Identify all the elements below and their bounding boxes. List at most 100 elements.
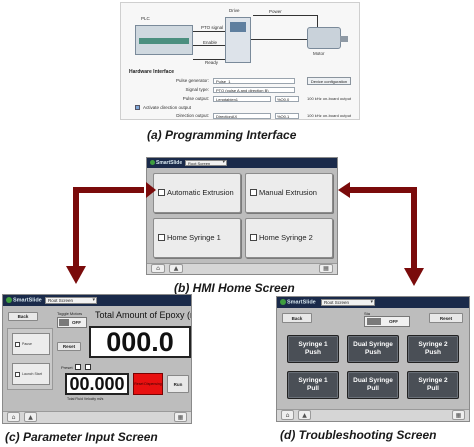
fluid-velocity-label: Total Fluid Velocity ml/s xyxy=(67,397,104,401)
pause-option[interactable]: Pause xyxy=(12,333,50,355)
activate-direction-label: Activate direction output xyxy=(143,105,192,110)
grid-icon[interactable]: ▦ xyxy=(319,264,333,273)
signal-pto-label: PTO signal xyxy=(201,25,224,30)
total-epoxy-title: Total Amount of Epoxy (ml) xyxy=(95,310,192,320)
hardware-interface-title: Hardware Interface xyxy=(129,69,175,75)
left-options-panel: Pause Launch Start xyxy=(7,328,53,390)
hmi-top-bar: SmartSlide Root Screen xyxy=(277,297,469,308)
checkbox-icon xyxy=(15,342,20,347)
arrow-up-icon[interactable]: ▲ xyxy=(24,412,37,422)
power-wire xyxy=(253,15,317,16)
programming-interface-screenshot: PLC Drive Motor Power PTO signal Enable … xyxy=(120,2,360,120)
checkbox-icon xyxy=(158,189,165,196)
automatic-extrusion-button[interactable]: Automatic Extrusion xyxy=(153,173,241,213)
arrow-up-icon[interactable]: ▲ xyxy=(298,410,311,420)
plc-label: PLC xyxy=(141,16,150,21)
checkbox-icon xyxy=(250,234,257,241)
checkbox-icon xyxy=(250,189,257,196)
home-icon[interactable]: ⌂ xyxy=(281,410,294,420)
toggle-knob xyxy=(59,319,69,326)
arrow-head-down-param xyxy=(66,266,86,284)
arrow-up-icon[interactable]: ▲ xyxy=(169,264,183,273)
home-syringe-1-button[interactable]: Home Syringe 1 xyxy=(153,218,241,258)
pulse-generator-select[interactable]: Pulse_1 xyxy=(213,78,295,84)
direction-output-select[interactable]: DirectionAX xyxy=(213,113,271,119)
activate-direction-checkbox[interactable] xyxy=(135,105,140,110)
direction-output-row: Direction output: DirectionAX %Q0.1 100 … xyxy=(176,113,352,119)
pulse-output-address[interactable]: %Q0.0 xyxy=(275,96,299,102)
signal-type-row: Signal type: PTO (pulse A and direction … xyxy=(135,87,357,94)
preset-checkbox[interactable] xyxy=(75,364,81,370)
preset-option-2[interactable] xyxy=(85,364,91,370)
caption-d: (d) Troubleshooting Screen xyxy=(280,428,437,442)
reset-button[interactable]: Reset xyxy=(429,313,463,323)
reset-dispensing-button[interactable]: Reset Dispensing xyxy=(133,373,163,395)
manual-extrusion-button[interactable]: Manual Extrusion xyxy=(245,173,333,213)
toggle-knob xyxy=(367,318,381,325)
hmi-top-bar: SmartSlide Root Screen xyxy=(3,295,191,306)
direction-output-address[interactable]: %Q0.1 xyxy=(275,113,299,119)
caption-a: (a) Programming Interface xyxy=(147,128,297,142)
back-button[interactable]: Back xyxy=(282,313,312,323)
status-label: Sta xyxy=(364,311,371,316)
drive-label: Drive xyxy=(229,8,240,13)
pulse-output-select[interactable]: Lengtabien1 xyxy=(213,96,271,102)
home-syringe-2-button[interactable]: Home Syringe 2 xyxy=(245,218,333,258)
toggle-motors-label: Toggle Motors xyxy=(57,311,83,316)
arrow-to-home-from-trouble xyxy=(350,187,417,272)
smartslide-logo-icon xyxy=(280,299,286,305)
motor-label: Motor xyxy=(313,51,325,56)
back-button[interactable]: Back xyxy=(8,312,38,321)
signal-type-select[interactable]: PTO (pulse A and direction B) xyxy=(213,87,295,93)
run-button[interactable]: Run xyxy=(167,375,189,393)
hmi-bottom-bar: ⌂ ▲ ▦ xyxy=(277,409,469,421)
checkbox-icon xyxy=(15,372,20,377)
toggle-switch[interactable]: OFF xyxy=(364,316,410,327)
grid-icon[interactable]: ▦ xyxy=(174,412,187,422)
home-icon[interactable]: ⌂ xyxy=(7,412,20,422)
home-icon[interactable]: ⌂ xyxy=(151,264,165,273)
arrow-head-right-home xyxy=(146,182,156,198)
smartslide-logo: SmartSlide xyxy=(150,160,182,166)
screen-selector[interactable]: Root Screen xyxy=(185,160,227,166)
smartslide-logo-icon xyxy=(6,297,12,303)
smartslide-logo-icon xyxy=(150,160,155,166)
screen-selector[interactable]: Root Screen xyxy=(321,299,375,306)
device-configuration-button[interactable]: Device configuration xyxy=(307,77,351,85)
grid-icon[interactable]: ▦ xyxy=(452,410,465,420)
fluid-velocity-display: 00.000 xyxy=(65,373,129,395)
power-label: Power xyxy=(269,9,282,14)
hmi-bottom-bar: ⌂ ▲ ▦ xyxy=(147,263,337,274)
total-epoxy-display: 000.0 xyxy=(89,326,191,358)
motor xyxy=(307,27,348,49)
preset-label: Preset xyxy=(61,365,73,370)
signal-enable-label: Enable xyxy=(203,40,218,45)
arrow-head-down-trouble xyxy=(404,268,424,286)
signal-ready-label: Ready xyxy=(205,60,219,65)
hmi-top-bar: SmartSlide Root Screen xyxy=(147,158,337,168)
toggle-motors-switch[interactable]: OFF xyxy=(57,317,87,328)
pulse-generator-row: Pulse generator: Pulse_1 Device configur… xyxy=(135,77,357,85)
arrow-head-left-home xyxy=(338,182,350,198)
plc-module xyxy=(135,25,193,55)
drive-module xyxy=(225,17,251,63)
launch-start-option[interactable]: Launch Start xyxy=(12,363,50,385)
smartslide-logo: SmartSlide xyxy=(280,299,316,305)
hmi-troubleshooting-screen: SmartSlide Root Screen Back Sta OFF Rese… xyxy=(276,296,470,422)
caption-c: (c) Parameter Input Screen xyxy=(5,430,158,444)
hmi-bottom-bar: ⌂ ▲ ▦ xyxy=(3,411,191,423)
pulse-output-row: Pulse output: Lengtabien1 %Q0.0 100 kHz … xyxy=(182,96,352,102)
screen-selector[interactable]: Root Screen xyxy=(45,297,97,304)
caption-b: (b) HMI Home Screen xyxy=(174,281,295,295)
reset-button[interactable]: Reset xyxy=(57,342,81,351)
checkbox-icon xyxy=(158,234,165,241)
arrow-to-home-from-param xyxy=(73,187,144,270)
hmi-home-screen: SmartSlide Root Screen Automatic Extrusi… xyxy=(146,157,338,275)
